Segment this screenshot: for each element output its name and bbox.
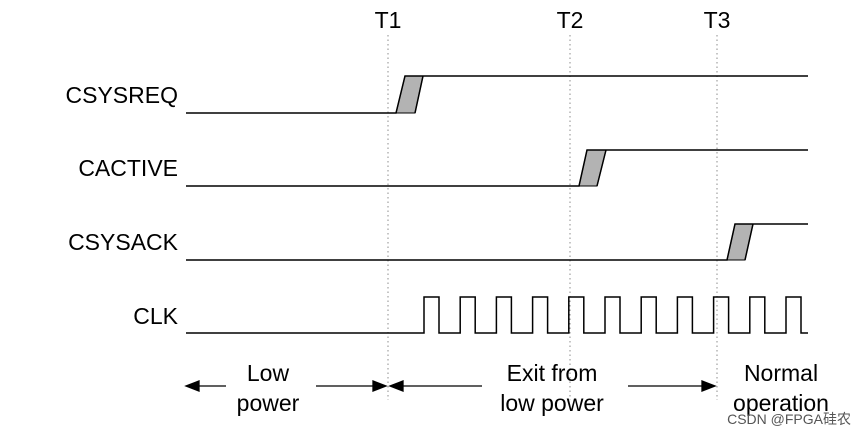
csysack-waveform <box>186 223 808 261</box>
normal-operation-label: Normal operation <box>733 360 829 416</box>
svg-text:power: power <box>237 390 300 416</box>
cactive-edge <box>596 149 607 187</box>
t1-label: T1 <box>375 7 402 33</box>
cactive-waveform <box>186 149 808 187</box>
csysreq-trace <box>186 75 808 114</box>
svg-text:low power: low power <box>500 390 604 416</box>
svg-text:Low: Low <box>247 360 290 386</box>
svg-text:Normal: Normal <box>744 360 818 386</box>
t3-label: T3 <box>704 7 731 33</box>
clk-waveform <box>186 296 808 334</box>
svg-text:operation: operation <box>733 390 829 416</box>
low-power-label: Low power <box>237 360 300 416</box>
exit-low-power-arrow <box>388 380 717 392</box>
csysack-label: CSYSACK <box>68 229 179 255</box>
csysack-trace <box>186 223 808 261</box>
csysreq-label: CSYSREQ <box>66 82 178 108</box>
csysack-edge <box>744 223 754 261</box>
t2-label: T2 <box>557 7 584 33</box>
csysreq-waveform <box>186 75 808 114</box>
clk-label: CLK <box>133 303 178 329</box>
cactive-label: CACTIVE <box>78 155 178 181</box>
csysreq-edge <box>414 75 424 114</box>
watermark: CSDN @FPGA硅农 <box>727 411 851 427</box>
low-power-arrow <box>184 380 388 392</box>
exit-low-power-label: Exit from low power <box>500 360 604 416</box>
svg-text:Exit from: Exit from <box>507 360 598 386</box>
cactive-trace <box>186 149 808 187</box>
